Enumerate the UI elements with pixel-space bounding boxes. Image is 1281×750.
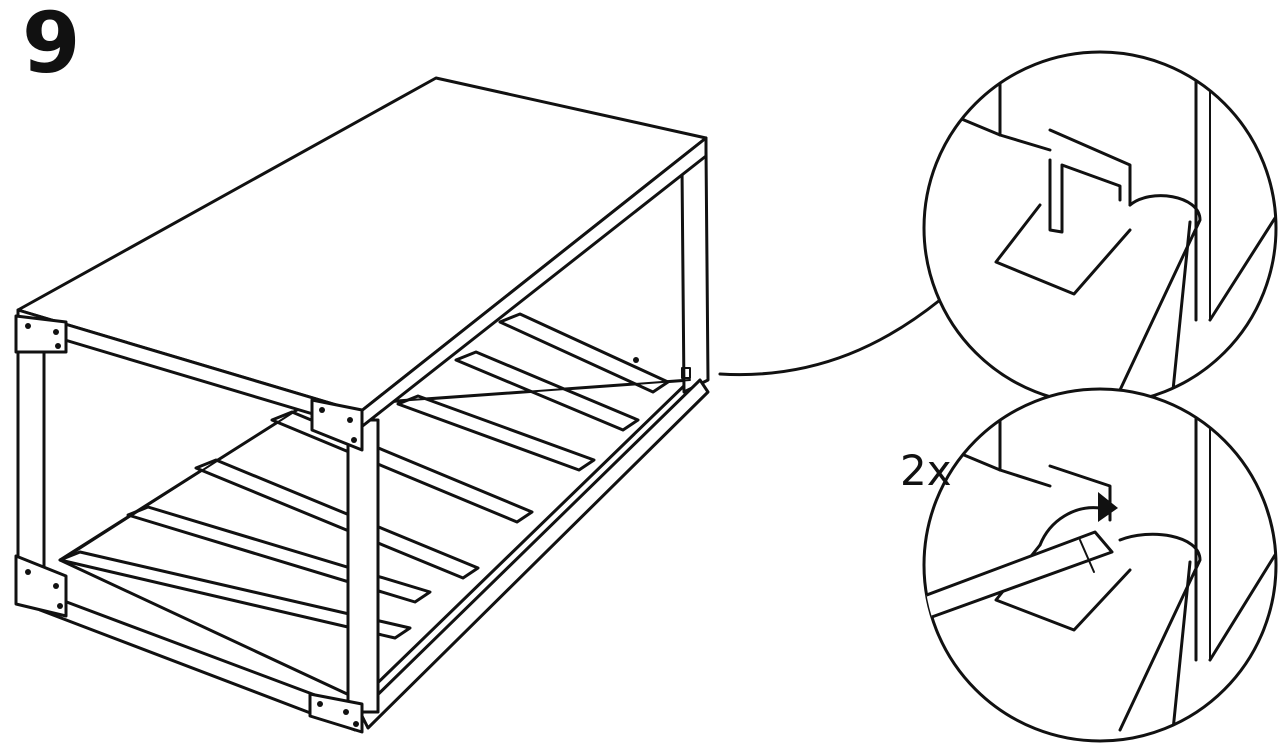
front-left-post <box>16 328 46 594</box>
detail-tool-bottom <box>922 387 1278 743</box>
bottom-right-rail <box>358 378 710 730</box>
detail-circle <box>922 387 1278 743</box>
front-middle-post <box>346 418 380 714</box>
rotate-arrow-icon <box>1038 506 1102 547</box>
repeat-count-label: 2x <box>900 446 952 495</box>
callout-pointer <box>718 298 942 377</box>
floor-slats <box>58 312 670 640</box>
back-right-post <box>680 148 710 394</box>
frame-drawing <box>14 76 710 734</box>
magnifier-callout-icon <box>922 50 1278 406</box>
corner-brackets <box>14 314 364 734</box>
step-number: 9 <box>22 0 80 92</box>
detail-callout-top <box>718 50 1278 406</box>
screwdriver-icon <box>924 530 1114 642</box>
